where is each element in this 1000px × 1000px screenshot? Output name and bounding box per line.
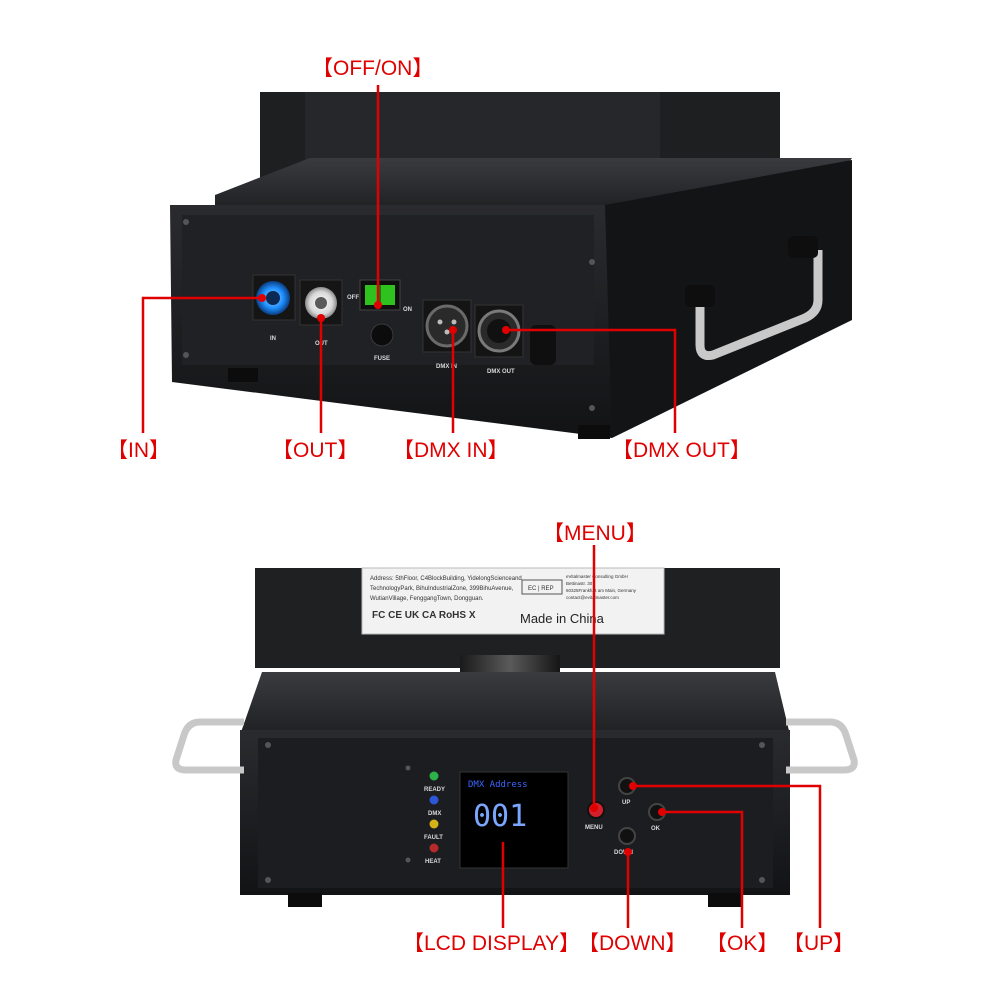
dmx-led-icon <box>429 795 439 805</box>
callout-lcd-display: 【LCD DISPLAY】 <box>403 932 580 955</box>
label-ec-line-2: Bettinastr. 30 <box>566 581 593 586</box>
dot <box>449 326 457 334</box>
lcd-value: 001 <box>473 799 527 834</box>
label-address-line-2: TechnologyPark, BihuIndustrialZone, 399B… <box>370 586 514 592</box>
led-label-ready: READY <box>424 787 445 793</box>
lcd-title: DMX Address <box>468 780 528 790</box>
ok-panel-label: OK <box>651 826 661 832</box>
screw <box>183 219 189 225</box>
right-carry-handle <box>786 718 858 774</box>
dot <box>629 782 637 790</box>
callout-lines-bottom <box>501 545 822 928</box>
foot <box>228 368 258 382</box>
callout-off-on: 【OFF/ON】 <box>312 57 433 80</box>
callout-menu: 【MENU】 <box>543 522 647 545</box>
callout-out: 【OUT】 <box>272 439 358 462</box>
callout-lines-top <box>141 85 677 433</box>
led-label-fault: FAULT <box>424 835 443 841</box>
label-ec-line-1: eVitalmaster Consulting GmbH <box>566 574 628 579</box>
screw <box>265 877 271 883</box>
base-side <box>605 160 852 438</box>
left-carry-handle <box>172 718 244 774</box>
spec-label-plate <box>361 567 665 635</box>
callout-in: 【IN】 <box>107 439 170 462</box>
down-panel-label: DOWN <box>614 850 633 856</box>
foot <box>708 893 742 907</box>
label-address-line-1: Address: 5thFloor, C4BlockBuilding, Yide… <box>370 576 522 582</box>
screw <box>589 405 595 411</box>
menu-panel-label: MENU <box>585 825 603 831</box>
screw <box>405 857 411 863</box>
dot <box>624 848 632 856</box>
callout-dmx-out: 【DMX OUT】 <box>612 439 751 462</box>
dot <box>502 326 510 334</box>
fault-led-icon <box>429 819 439 829</box>
foot <box>288 893 322 907</box>
fuse-holder[interactable] <box>370 323 394 347</box>
led-label-heat: HEAT <box>425 859 441 865</box>
dot <box>590 804 598 812</box>
dot <box>374 301 382 309</box>
heat-led-icon <box>429 843 439 853</box>
front-view-unit: Address: 5thFloor, C4BlockBuilding, Yide… <box>172 545 858 928</box>
down-button[interactable] <box>618 827 636 845</box>
screw <box>589 259 595 265</box>
dot <box>317 314 325 322</box>
base-top <box>240 672 790 735</box>
ready-led-icon <box>429 771 439 781</box>
carry-handle <box>695 250 823 360</box>
label-address-line-3: WutianVillage, FenggangTown, Dongguan. <box>370 596 484 602</box>
screw <box>265 742 271 748</box>
lock-knob[interactable] <box>530 325 556 365</box>
handle-mount-right <box>788 236 818 258</box>
label-cert-marks: FC CE UK CA RoHS X <box>372 610 476 621</box>
foot <box>578 425 610 439</box>
screw <box>759 742 765 748</box>
callout-up: 【UP】 <box>783 932 854 955</box>
screw <box>405 765 411 771</box>
ec-rep-box <box>521 579 563 595</box>
in-panel-label: IN <box>270 336 276 342</box>
dmx-out-panel-label: DMX OUT <box>487 369 515 375</box>
dot <box>258 294 266 302</box>
screw <box>759 877 765 883</box>
label-ec-line-4: contact@evitalmaster.com <box>566 595 619 600</box>
label-ec-line-3: 60325Frankfurt am Main, Germany <box>566 588 637 593</box>
on-panel-label: ON <box>403 307 412 313</box>
fuse-panel-label: FUSE <box>374 356 390 362</box>
lcd-display <box>459 771 569 869</box>
callout-ok: 【OK】 <box>706 932 778 955</box>
led-label-dmx: DMX <box>428 811 441 817</box>
handle-mount-left <box>685 285 715 307</box>
callout-dmx-in: 【DMX IN】 <box>393 439 509 462</box>
dmx-in-panel-label: DMX IN <box>436 364 457 370</box>
dmx-in-connector[interactable] <box>422 299 472 353</box>
screw <box>183 352 189 358</box>
dot <box>658 808 666 816</box>
up-panel-label: UP <box>622 800 630 806</box>
off-panel-label: OFF <box>347 295 359 301</box>
power-switch[interactable] <box>359 279 401 311</box>
label-made-in: Made in China <box>520 611 605 626</box>
callout-down: 【DOWN】 <box>578 932 687 955</box>
back-view-unit: IN OUT OFF ON FUSE DMX IN <box>141 85 852 439</box>
label-ec-rep: EC | REP <box>528 586 554 592</box>
